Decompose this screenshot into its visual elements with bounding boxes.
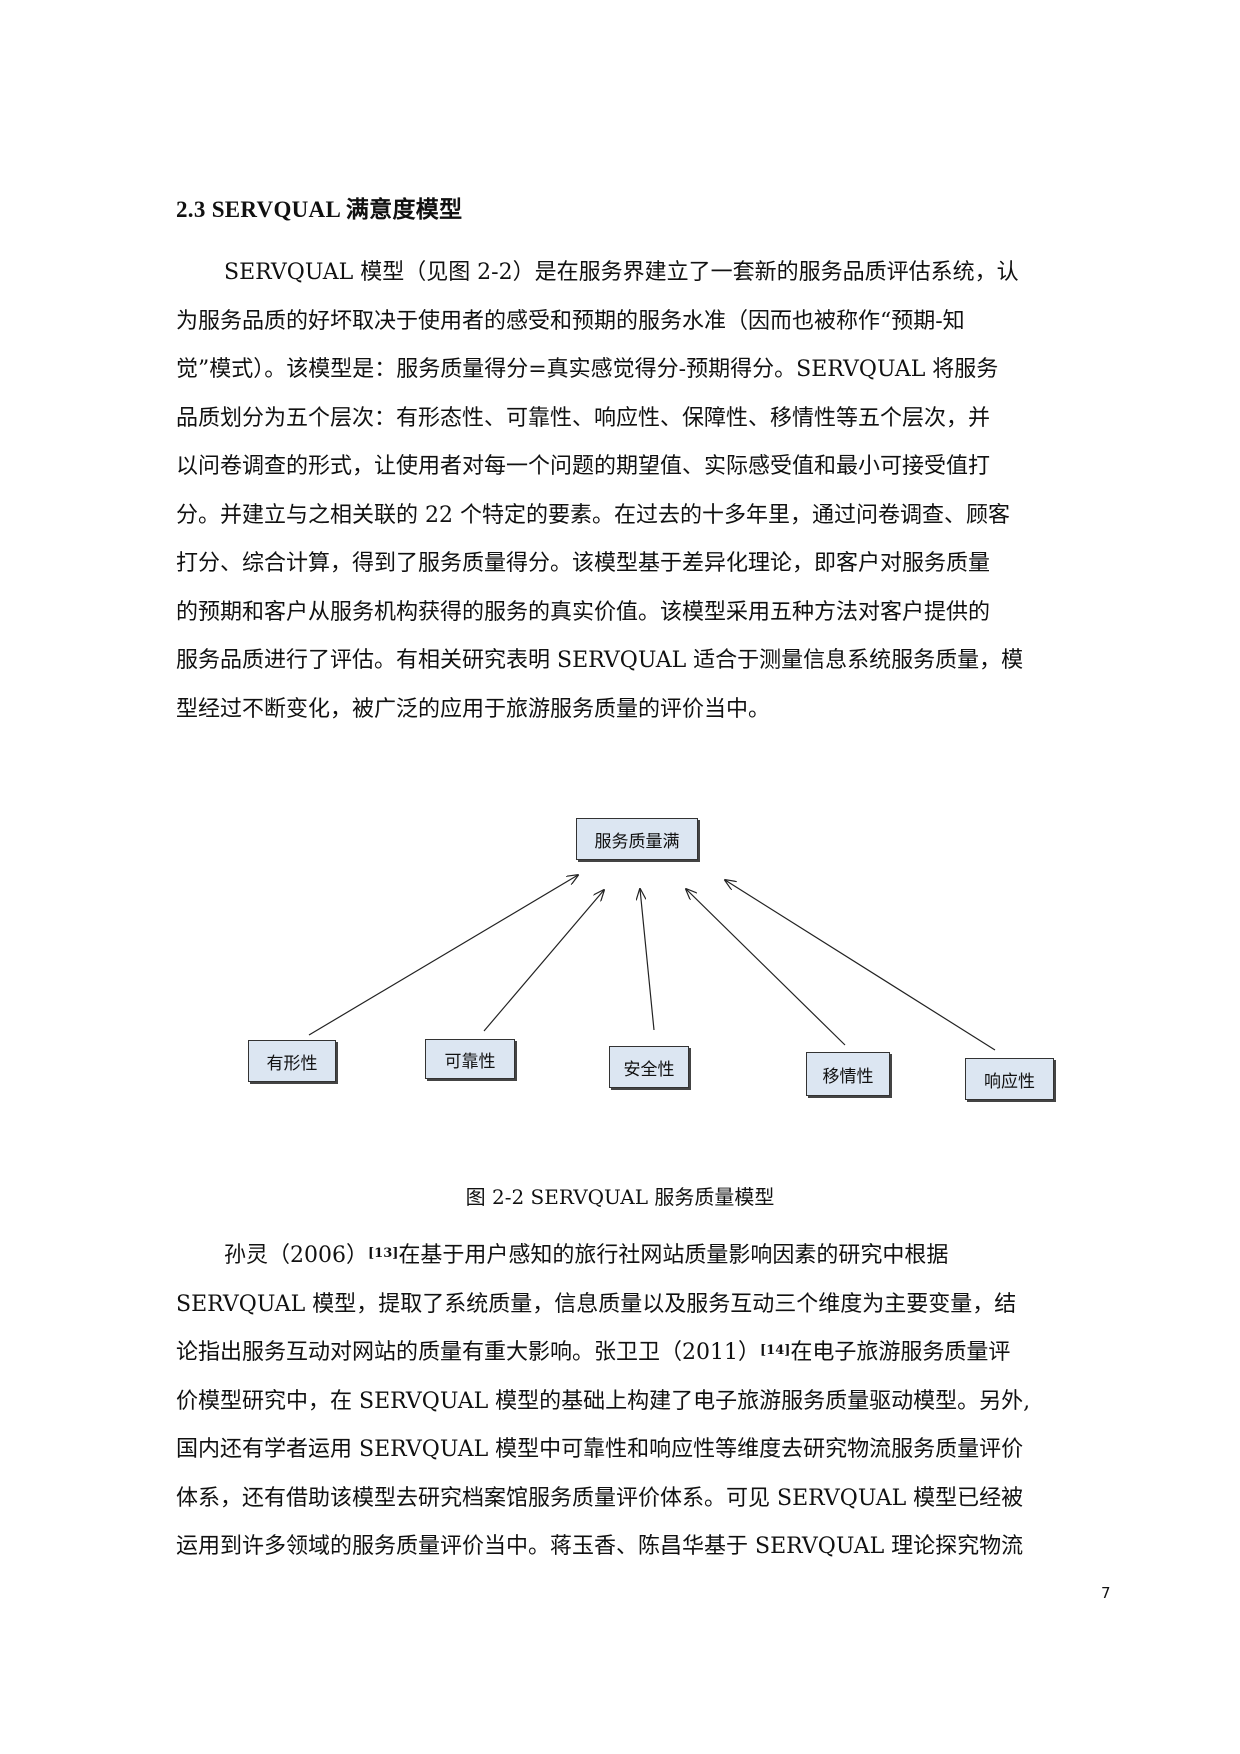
arrow-assurance — [640, 889, 655, 1031]
arrow-reliability — [483, 890, 604, 1032]
paragraph-line: 孙灵（2006）[13]在基于用户感知的旅行社网站质量影响因素的研究中根据 — [176, 1232, 1112, 1281]
citation-13: [13] — [368, 1246, 399, 1261]
paragraph-line: 服务品质进行了评估。有相关研究表明 SERVQUAL 适合于测量信息系统服务质量… — [176, 648, 1024, 673]
text-run: 孙灵（2006） — [224, 1243, 368, 1268]
responsiveness-node: 响应性 — [965, 1058, 1054, 1100]
empathy-node: 移情性 — [806, 1052, 890, 1096]
paragraph-related-research: 孙灵（2006）[13]在基于用户感知的旅行社网站质量影响因素的研究中根据 SE… — [176, 1232, 1112, 1572]
paragraph-line: 国内还有学者运用 SERVQUAL 模型中可靠性和响应性等维度去研究物流服务质量… — [176, 1437, 1024, 1462]
text-run: 在基于用户感知的旅行社网站质量影响因素的研究中根据 — [398, 1243, 949, 1268]
paragraph-line: 运用到许多领域的服务质量评价当中。蒋玉香、陈昌华基于 SERVQUAL 理论探究… — [176, 1534, 1024, 1559]
citation-14: [14] — [760, 1343, 791, 1358]
arrow-empathy — [686, 889, 846, 1046]
reliability-node: 可靠性 — [425, 1039, 515, 1079]
paragraph-line: 打分、综合计算，得到了服务质量得分。该模型基于差异化理论，即客户对服务质量 — [176, 551, 991, 576]
paragraph-line: 以问卷调查的形式，让使用者对每一个问题的期望值、实际感受值和最小可接受值打 — [176, 454, 991, 479]
paragraph-line: 体系，还有借助该模型去研究档案馆服务质量评价体系。可见 SERVQUAL 模型已… — [176, 1485, 1024, 1511]
tangibility-node: 有形性 — [248, 1040, 336, 1082]
text-run: 在电子旅游服务质量评 — [790, 1340, 1011, 1365]
arrow-tangibility — [308, 875, 578, 1036]
arrow-responsiveness — [725, 880, 996, 1051]
paragraph-line: 价模型研究中，在 SERVQUAL 模型的基础上构建了电子旅游服务质量驱动模型。… — [176, 1388, 1031, 1414]
paragraph-servqual-intro: SERVQUAL 模型（见图 2-2）是在服务界建立了一套新的服务品质评估系统，… — [176, 249, 1112, 734]
figure-caption: 图 2-2 SERVQUAL 服务质量模型 — [465, 1185, 775, 1209]
paragraph-line: SERVQUAL 模型（见图 2-2）是在服务界建立了一套新的服务品质评估系统，… — [224, 260, 1019, 285]
page-number: 7 — [1101, 1584, 1111, 1602]
service-quality-node: 服务质量满 — [576, 818, 698, 860]
paragraph-line: 的预期和客户从服务机构获得的服务的真实价值。该模型采用五种方法对客户提供的 — [176, 599, 991, 625]
paragraph-line: SERVQUAL 模型，提取了系统质量，信息质量以及服务互动三个维度为主要变量，… — [176, 1291, 1017, 1317]
paragraph-line: 型经过不断变化，被广泛的应用于旅游服务质量的评价当中。 — [176, 696, 771, 722]
assurance-node: 安全性 — [609, 1046, 689, 1088]
text-run: 论指出服务互动对网站的质量有重大影响。张卫卫（2011） — [176, 1340, 760, 1365]
paragraph-line: 品质划分为五个层次：有形态性、可靠性、响应性、保障性、移情性等五个层次，并 — [176, 405, 991, 431]
paragraph-line: 分。并建立与之相关联的 22 个特定的要素。在过去的十多年里，通过问卷调查、顾客 — [176, 502, 1010, 528]
paragraph-line: 觉”模式）。该模型是：服务质量得分=真实感觉得分-预期得分。SERVQUAL 将… — [176, 357, 999, 382]
section-heading: 2.3 SERVQUAL 满意度模型 — [176, 197, 463, 222]
paragraph-line: 论指出服务互动对网站的质量有重大影响。张卫卫（2011）[14]在电子旅游服务质… — [176, 1329, 1112, 1378]
paragraph-line: 为服务品质的好坏取决于使用者的感受和预期的服务水准（因而也被称作“预期-知 — [176, 308, 965, 334]
